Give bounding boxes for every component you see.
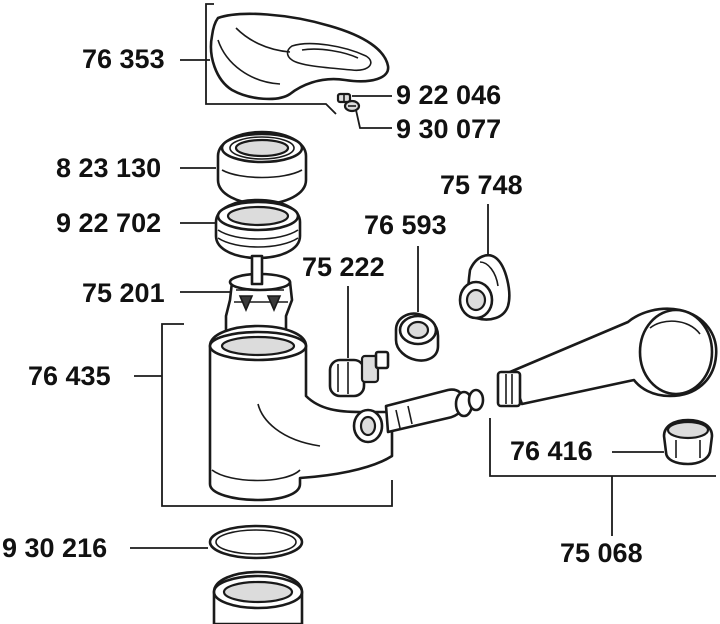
spray-head-part xyxy=(496,307,718,408)
aerator-part xyxy=(662,418,714,466)
label-spray-head: 75 068 xyxy=(560,538,643,568)
label-body: 76 435 xyxy=(28,361,111,391)
screw-b-leader xyxy=(355,109,392,129)
nut-ring-part xyxy=(214,198,302,260)
label-seal-ring: 9 30 216 xyxy=(2,533,108,563)
screw-9-30-077 xyxy=(343,99,361,113)
body-part xyxy=(208,324,394,502)
body-bracket xyxy=(161,323,393,507)
cap-part xyxy=(216,130,308,206)
hose-connector-part xyxy=(352,388,485,444)
label-cap: 8 23 130 xyxy=(56,153,162,183)
spray-head-bracket xyxy=(489,418,716,477)
label-handle: 76 353 xyxy=(82,44,165,74)
label-screw-b: 9 30 077 xyxy=(396,114,502,144)
label-lever: 75 748 xyxy=(440,170,523,200)
label-screw-a: 9 22 046 xyxy=(396,80,502,110)
base-sleeve-part xyxy=(212,570,304,624)
label-aerator: 76 416 xyxy=(510,436,593,466)
label-small-nut: 76 593 xyxy=(364,210,447,240)
handle-part xyxy=(209,12,390,101)
lever-part xyxy=(458,254,511,321)
screw-9-22-046 xyxy=(336,92,352,104)
handle-bracket xyxy=(205,3,337,115)
small-nut-part xyxy=(394,312,440,362)
label-cartridge: 75 201 xyxy=(82,278,165,308)
label-valve: 75 222 xyxy=(302,252,385,282)
seal-ring-part xyxy=(208,524,304,560)
label-nut-ring: 9 22 702 xyxy=(56,208,162,238)
valve-part xyxy=(328,350,390,398)
